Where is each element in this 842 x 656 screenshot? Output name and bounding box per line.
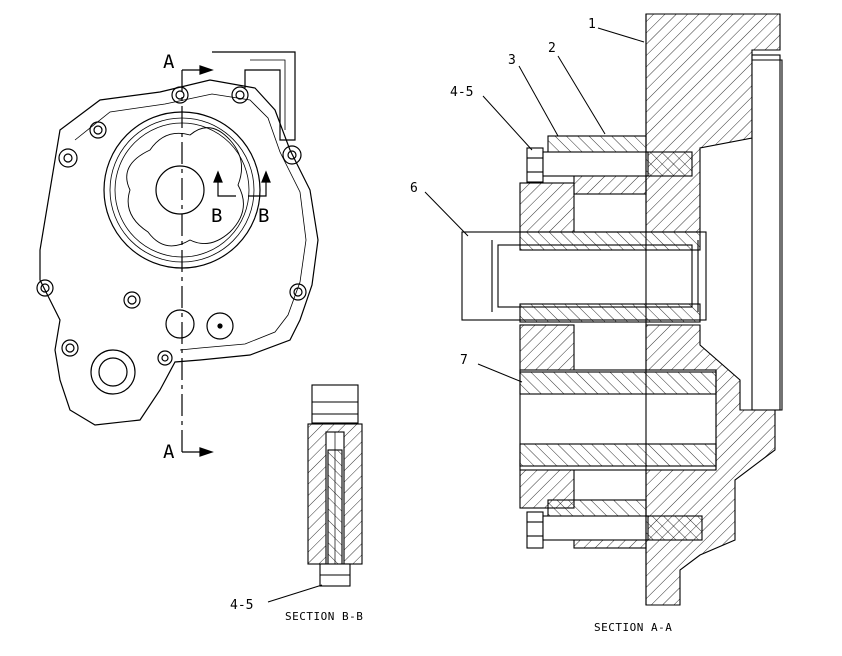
leader-lines <box>424 27 645 383</box>
rotor-lobes <box>126 127 244 247</box>
callout-4-5: 4-5 <box>450 85 473 100</box>
callout-2: 2 <box>548 41 556 56</box>
front-view <box>36 51 319 457</box>
bolt-top <box>526 147 544 183</box>
section-a-letter-bottom: A <box>163 441 175 463</box>
section-a-view <box>461 13 783 606</box>
section-b-arrows <box>217 176 267 197</box>
section-a-letter-top: A <box>163 51 175 73</box>
callout-1: 1 <box>588 17 596 32</box>
callout-7: 7 <box>460 353 468 368</box>
section-b-letter-1: B <box>211 205 222 227</box>
bolt-holes <box>36 86 307 395</box>
callout-6: 6 <box>410 181 418 196</box>
section-b-view <box>307 384 363 587</box>
bolt-bottom <box>526 511 544 549</box>
shaft-circle <box>155 165 205 215</box>
caption-section-a-a: SECTION A-A <box>594 621 672 634</box>
section-b-letter-2: B <box>258 205 269 227</box>
callout-section-b-4-5: 4-5 <box>230 598 253 613</box>
housing-outline <box>39 79 319 426</box>
top-boss <box>212 51 296 141</box>
caption-section-b-b: SECTION B-B <box>285 610 363 623</box>
callout-3: 3 <box>508 53 516 68</box>
